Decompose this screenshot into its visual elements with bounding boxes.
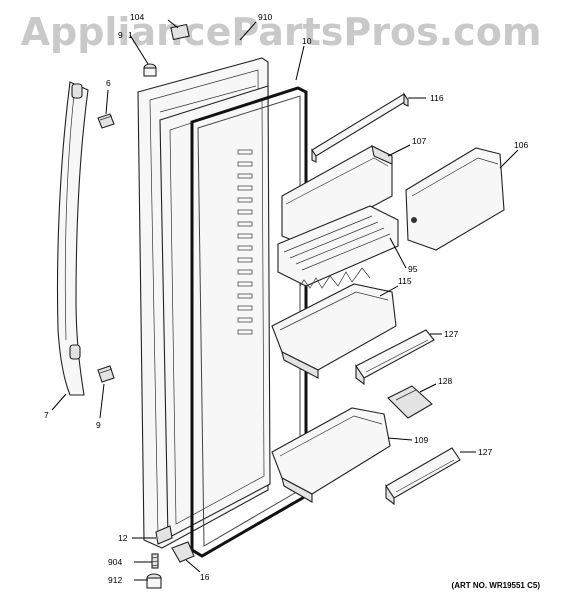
handle-screw-upper [97, 113, 115, 129]
handle-screw-lower [97, 365, 115, 383]
callout-1: 1 [128, 30, 133, 40]
callout-107: 107 [412, 136, 426, 146]
upper-door-bin [281, 145, 393, 245]
door-handle [56, 81, 89, 396]
dairy-door-lower [385, 447, 461, 506]
callout-912: 912 [108, 575, 122, 585]
callout-9-upper: 9 [118, 30, 123, 40]
dairy-door-upper [355, 329, 435, 386]
callout-labels: 104 910 9 1 10 6 116 107 106 95 115 127 … [44, 12, 528, 585]
dairy-compartment [405, 147, 505, 251]
callout-910: 910 [258, 12, 272, 22]
callout-127-upper: 127 [444, 329, 458, 339]
art-number: (ART NO. WR19551 C5) [451, 581, 540, 590]
door-stop [155, 525, 173, 545]
lower-door-bin [271, 407, 391, 503]
middle-door-bin [271, 283, 397, 379]
liner-shelf-rail [237, 149, 253, 335]
callout-109: 109 [414, 435, 428, 445]
hinge-bushing [143, 63, 157, 77]
bin-clip [387, 385, 433, 419]
callout-16: 16 [200, 572, 210, 582]
callout-106: 106 [514, 140, 528, 150]
wire-door-shelf [277, 205, 399, 289]
leader-lines [51, 19, 519, 581]
hinge-cap [170, 23, 190, 41]
bottom-hinge-bracket [171, 541, 195, 563]
door-liner [159, 85, 271, 539]
callout-904: 904 [108, 557, 122, 567]
callout-6: 6 [106, 78, 111, 88]
callout-104: 104 [130, 12, 144, 22]
door-rail-bar [311, 92, 409, 163]
callout-115: 115 [398, 276, 412, 286]
callout-116: 116 [430, 93, 444, 103]
callout-127-lower: 127 [478, 447, 492, 457]
callout-95: 95 [408, 264, 418, 274]
callout-12: 12 [118, 533, 128, 543]
callout-10: 10 [302, 36, 312, 46]
callout-128: 128 [438, 376, 452, 386]
hinge-pin-screw [151, 553, 159, 569]
callout-9-lower: 9 [96, 420, 101, 430]
bottom-bushing [146, 573, 162, 589]
callout-7: 7 [44, 410, 49, 420]
site-watermark: AppliancePartsPros.com [20, 10, 542, 54]
